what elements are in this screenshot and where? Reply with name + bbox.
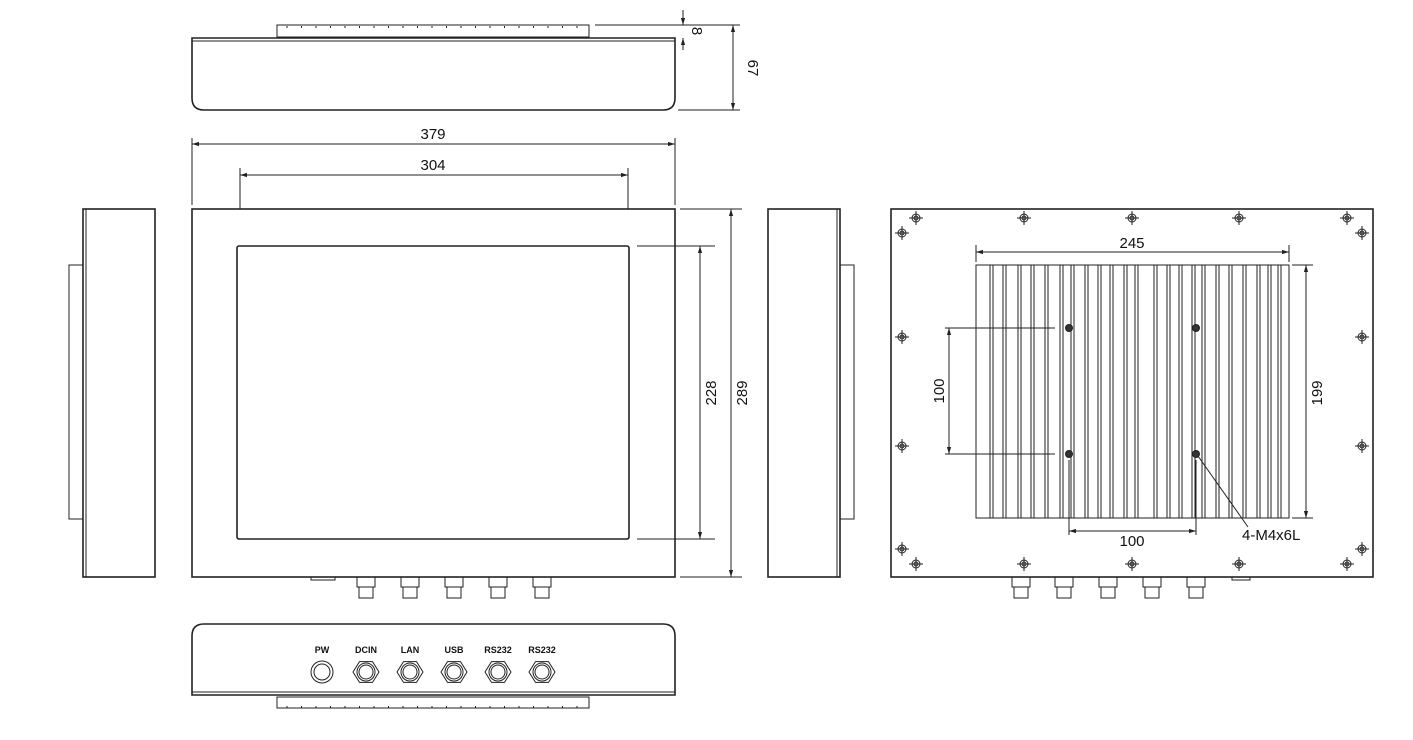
right-side-view: [767, 208, 855, 578]
power-button-icon: [310, 660, 334, 684]
port-lan: LAN: [396, 645, 424, 683]
rear-view: 245 199 100 100 4-M4x6L: [890, 208, 1374, 599]
screw-icon: [1355, 542, 1369, 556]
screw-icon: [1340, 211, 1354, 225]
port-rs232: RS232: [484, 645, 512, 683]
connector-plug: [534, 586, 550, 599]
port-label: RS232: [528, 645, 556, 655]
bottom-heatsink-fins: [276, 696, 590, 709]
screw-icon: [1017, 557, 1031, 571]
connector-plug: [1188, 586, 1204, 599]
vesa-mount-hole: [1192, 324, 1200, 332]
hex-nut-icon: [440, 661, 468, 683]
dim-overall-width: 379: [420, 126, 445, 143]
screw-icon: [1355, 330, 1369, 344]
screw-icon: [1017, 211, 1031, 225]
rear-heatsink: [975, 264, 1290, 519]
port-label: PW: [315, 645, 330, 655]
connector-body: [532, 576, 552, 588]
top-view-body: [191, 37, 676, 111]
dim-heatsink-height: 199: [1309, 380, 1326, 405]
screw-icon: [909, 211, 923, 225]
connector-plug: [490, 586, 506, 599]
hex-nut-icon: [484, 661, 512, 683]
connector-plug: [446, 586, 462, 599]
screw-icon: [895, 439, 909, 453]
port-label: USB: [444, 645, 464, 655]
connector-plug: [1056, 586, 1072, 599]
port-label: LAN: [401, 645, 420, 655]
top-view: 8 67: [191, 10, 761, 111]
connector-plug: [1144, 586, 1160, 599]
screw-icon: [895, 226, 909, 240]
connector-body: [488, 576, 508, 588]
connector-body: [1011, 576, 1031, 588]
bottom-view: PW DCIN LAN USB RS232 RS232: [191, 623, 676, 709]
screw-icon: [895, 542, 909, 556]
top-heatsink-fins: [276, 24, 590, 38]
connector-plug: [358, 586, 374, 599]
dim-fin-height: 8: [688, 27, 705, 35]
screw-icon: [1232, 211, 1246, 225]
port-pw: PW: [310, 645, 334, 684]
connector-plug: [1013, 586, 1029, 599]
screw-icon: [909, 557, 923, 571]
screw-icon: [1355, 439, 1369, 453]
port-label: RS232: [484, 645, 512, 655]
dim-screen-height: 228: [703, 380, 720, 405]
screw-icon: [1125, 211, 1139, 225]
connector-body: [1142, 576, 1162, 588]
dim-overall-height: 289: [734, 380, 751, 405]
screw-icon: [1125, 557, 1139, 571]
connector-plug: [1100, 586, 1116, 599]
mount-screw-note: 4-M4x6L: [1242, 527, 1300, 544]
vesa-mount-hole: [1065, 450, 1073, 458]
dim-heatsink-width: 245: [1119, 235, 1144, 252]
port-label: DCIN: [355, 645, 377, 655]
dim-screen-width: 304: [420, 157, 445, 174]
hex-nut-icon: [352, 661, 380, 683]
port-dcin: DCIN: [352, 645, 380, 683]
connector-body: [1054, 576, 1074, 588]
connector-body: [400, 576, 420, 588]
connector-body: [1186, 576, 1206, 588]
screw-icon: [895, 330, 909, 344]
screw-icon: [1340, 557, 1354, 571]
dim-vesa-horizontal: 100: [1119, 533, 1144, 550]
port-rs232: RS232: [528, 645, 556, 683]
connector-plug: [402, 586, 418, 599]
connector-body: [1098, 576, 1118, 588]
screw-icon: [1355, 226, 1369, 240]
screw-icon: [1232, 557, 1246, 571]
left-side-view: [68, 208, 156, 578]
hex-nut-icon: [396, 661, 424, 683]
hex-nut-icon: [528, 661, 556, 683]
display-screen: [236, 245, 630, 540]
dim-depth: 67: [744, 60, 761, 77]
dim-vesa-vertical: 100: [931, 378, 948, 403]
connector-body: [444, 576, 464, 588]
vesa-mount-hole: [1192, 450, 1200, 458]
vesa-mount-hole: [1065, 324, 1073, 332]
front-view: 379 304 228 289: [191, 126, 751, 599]
port-usb: USB: [440, 645, 468, 683]
connector-body: [356, 576, 376, 588]
